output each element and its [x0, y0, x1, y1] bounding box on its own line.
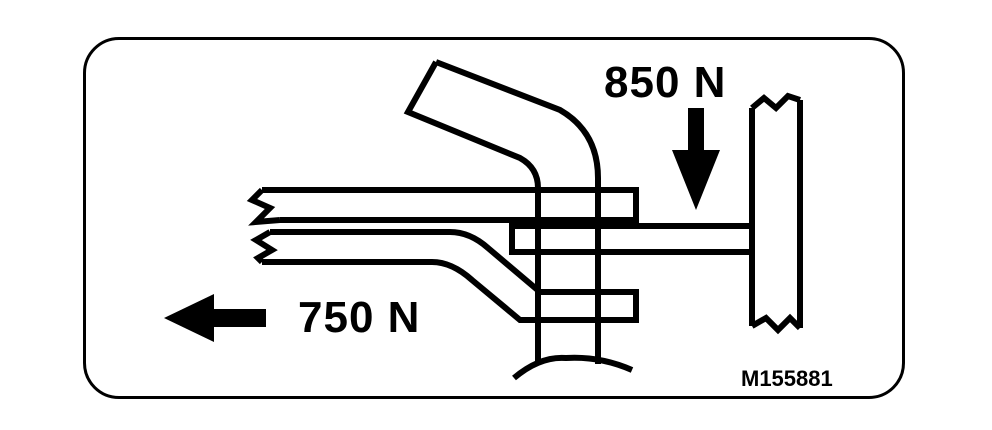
lever-handle [403, 59, 601, 364]
force-label-850: 850 N [604, 58, 727, 107]
upper-plate-break [246, 187, 281, 226]
lever-base [512, 354, 634, 381]
figure-id: M155881 [741, 366, 833, 391]
force-label-750: 750 N [298, 293, 421, 342]
down-arrow-icon [672, 108, 720, 210]
upper-plate [262, 187, 639, 223]
vertical-member-bottom-break [750, 313, 803, 335]
left-arrow-icon [164, 294, 266, 342]
connecting-bar [509, 223, 755, 255]
vertical-member-top-break [750, 92, 801, 113]
lower-plate [262, 229, 639, 323]
vertical-member [749, 100, 803, 328]
lower-plate-break [250, 229, 278, 265]
